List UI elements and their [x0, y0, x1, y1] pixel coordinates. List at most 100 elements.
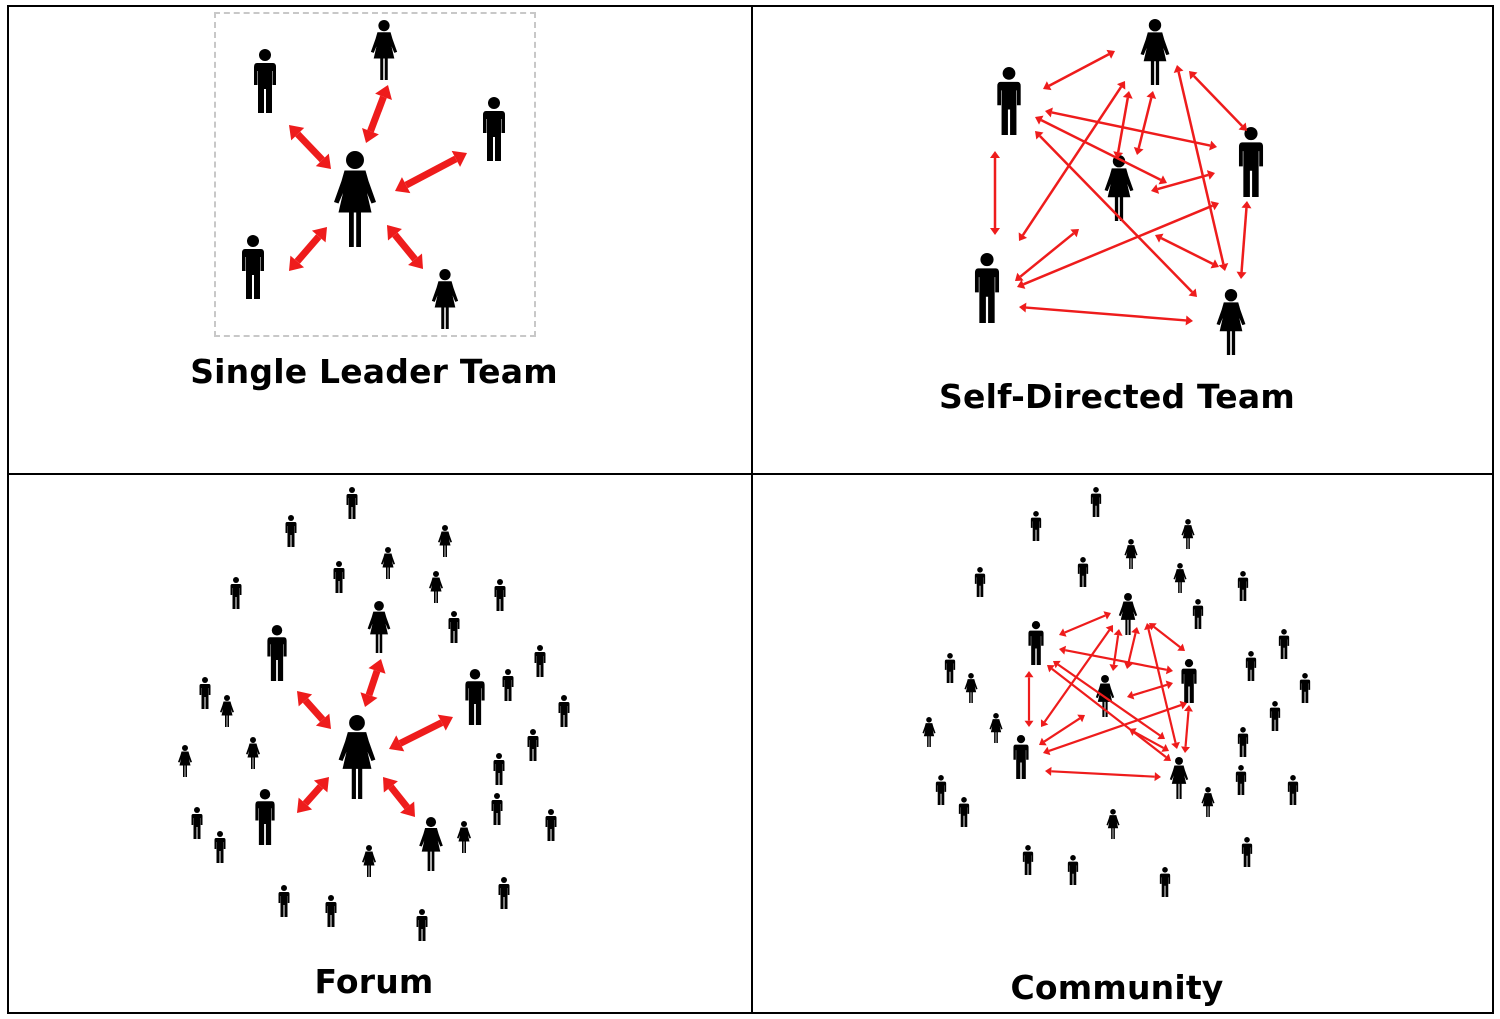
panel-label: Self-Directed Team: [939, 377, 1295, 416]
woman-icon: [178, 745, 192, 777]
community-graphic: [922, 487, 1311, 897]
man-icon: [325, 895, 337, 927]
woman-icon: [438, 525, 452, 557]
selection-frame: [214, 12, 536, 337]
man-icon: [498, 877, 510, 909]
woman-icon: [1216, 289, 1246, 355]
man-icon: [465, 669, 485, 725]
man-icon: [1077, 557, 1089, 587]
man-icon: [1030, 511, 1042, 541]
double-arrow-icon: [1155, 233, 1219, 269]
man-icon: [491, 793, 503, 825]
woman-icon: [1124, 539, 1138, 569]
double-arrow-icon: [389, 714, 453, 752]
man-icon: [1278, 629, 1290, 659]
double-arrow-icon: [1035, 115, 1167, 185]
man-icon: [255, 789, 275, 845]
woman-icon: [334, 151, 376, 247]
double-arrow-icon: [395, 150, 467, 194]
man-icon: [527, 729, 539, 761]
man-icon: [346, 487, 358, 519]
double-arrow-icon: [1124, 627, 1140, 669]
man-icon: [214, 831, 226, 863]
double-arrow-icon: [1129, 728, 1169, 752]
woman-icon: [381, 547, 395, 579]
panel-label: Community: [1010, 968, 1224, 1007]
man-icon: [285, 515, 297, 547]
double-arrow-icon: [1113, 91, 1133, 159]
man-icon: [230, 577, 242, 609]
panel-label: Forum: [314, 962, 434, 1001]
man-icon: [1238, 127, 1264, 197]
woman-icon: [419, 817, 443, 871]
man-icon: [1090, 487, 1102, 517]
panel-community: Community: [753, 475, 1492, 1012]
man-icon: [416, 909, 428, 941]
man-icon: [944, 653, 956, 683]
man-icon: [242, 235, 264, 299]
man-icon: [1022, 845, 1034, 875]
diagram-grid: [7, 5, 1494, 1014]
double-arrow-icon: [1189, 71, 1247, 131]
man-icon: [493, 753, 505, 785]
panel-forum: Forum: [9, 475, 749, 1012]
woman-icon: [1095, 675, 1115, 717]
woman-icon: [964, 673, 978, 703]
double-arrow-icon: [1149, 623, 1185, 651]
woman-icon: [1201, 787, 1215, 817]
double-arrow-icon: [990, 151, 1000, 235]
double-arrow-icon: [1173, 65, 1229, 271]
woman-icon: [338, 715, 376, 799]
double-arrow-icon: [1040, 625, 1114, 727]
horizontal-divider: [9, 473, 1492, 475]
double-arrow-icon: [1151, 170, 1215, 194]
man-icon: [278, 885, 290, 917]
double-arrow-icon: [1024, 671, 1034, 727]
man-icon: [191, 807, 203, 839]
man-icon: [534, 645, 546, 677]
woman-icon: [1181, 519, 1195, 549]
self-directed-team-graphic: [974, 19, 1264, 355]
man-icon: [1287, 775, 1299, 805]
man-icon: [1159, 867, 1171, 897]
double-arrow-icon: [1236, 201, 1252, 279]
double-arrow-icon: [1053, 660, 1165, 740]
woman-icon: [457, 821, 471, 853]
vertical-divider: [751, 7, 753, 1012]
man-icon: [483, 97, 505, 161]
man-icon: [1013, 735, 1029, 779]
man-icon: [333, 561, 345, 593]
double-arrow-icon: [360, 659, 386, 707]
man-icon: [1245, 651, 1257, 681]
man-icon: [494, 579, 506, 611]
man-icon: [448, 611, 460, 643]
double-arrow-icon: [297, 777, 329, 813]
double-arrow-icon: [383, 777, 415, 817]
woman-icon: [370, 20, 398, 81]
double-arrow-icon: [1018, 81, 1126, 241]
man-icon: [974, 567, 986, 597]
man-icon: [254, 49, 276, 113]
woman-icon: [1173, 563, 1187, 593]
panel-single-leader-team: Single Leader Team: [9, 7, 749, 471]
man-icon: [1269, 701, 1281, 731]
double-arrow-icon: [1043, 700, 1187, 756]
man-icon: [1181, 659, 1197, 703]
double-arrow-icon: [1039, 714, 1085, 746]
panel-self-directed-team: Self-Directed Team: [753, 7, 1492, 471]
man-icon: [199, 677, 211, 709]
man-icon: [558, 695, 570, 727]
woman-icon: [246, 737, 260, 769]
double-arrow-icon: [1043, 49, 1115, 91]
double-arrow-icon: [1059, 611, 1111, 637]
man-icon: [1237, 727, 1249, 757]
man-icon: [1192, 599, 1204, 629]
man-icon: [935, 775, 947, 805]
double-arrow-icon: [1019, 302, 1193, 326]
man-icon: [545, 809, 557, 841]
double-arrow-icon: [1133, 91, 1157, 155]
woman-icon: [1169, 757, 1189, 799]
man-icon: [1237, 571, 1249, 601]
man-icon: [1299, 673, 1311, 703]
double-arrow-icon: [289, 125, 331, 169]
